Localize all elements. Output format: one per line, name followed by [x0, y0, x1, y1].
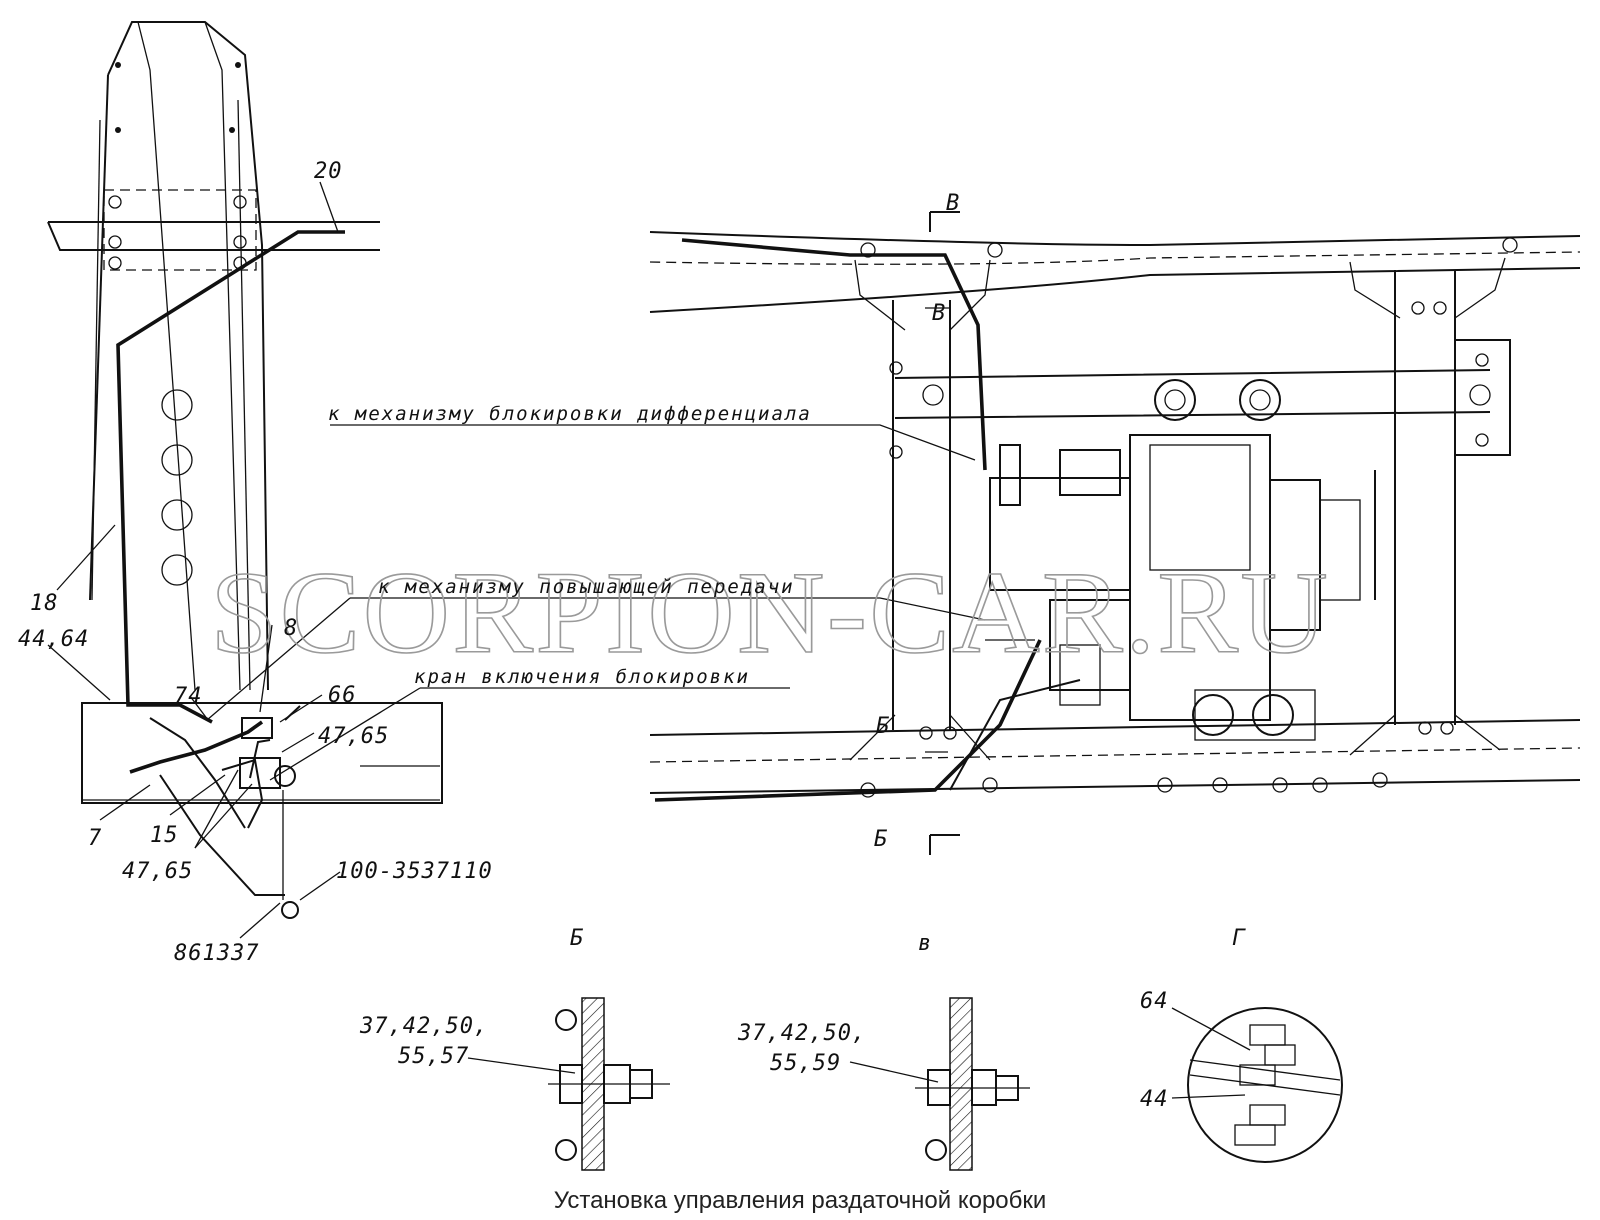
plan-view [649, 211, 1581, 855]
section-mark-b-mid: Б [876, 714, 890, 739]
label-100-3537110: 100-3537110 [336, 859, 493, 884]
label-47-65-upper: 47,65 [318, 724, 389, 749]
detail-view-b-drawing [548, 997, 670, 1171]
detail-b-label-line2: 55,57 [398, 1044, 469, 1069]
label-861337: 861337 [174, 941, 259, 966]
detail-g-label-44: 44 [1140, 1087, 1169, 1112]
detail-view-g-drawing [1187, 1007, 1343, 1163]
section-mark-v-top: В [946, 191, 959, 216]
section-mark-v-mid: В [932, 301, 945, 326]
detail-view-v-drawing [915, 997, 1030, 1171]
detail-b-title: Б [570, 926, 584, 951]
label-20: 20 [314, 159, 343, 184]
detail-g-label-64: 64 [1140, 989, 1169, 1014]
label-8: 8 [284, 616, 298, 641]
label-18: 18 [30, 591, 59, 616]
label-15: 15 [150, 823, 179, 848]
annotation-overdrive: к механизму повышающей передачи [378, 576, 795, 598]
annotation-lock-valve: кран включения блокировки [414, 666, 750, 688]
side-view [47, 21, 986, 939]
detail-g-title: Г [1232, 926, 1246, 951]
detail-v-label-line2: 55,59 [770, 1051, 841, 1076]
watermark-text: SCORPION-CAR.RU [210, 547, 1330, 678]
detail-v-label-line1: 37,42,50, [737, 1021, 866, 1046]
label-66: 66 [328, 683, 357, 708]
label-7: 7 [88, 826, 102, 851]
section-mark-b-bottom: Б [874, 827, 888, 852]
label-44-64: 44,64 [18, 627, 89, 652]
annotation-diff-lock: к механизму блокировки дифференциала [328, 403, 812, 425]
detail-b-label-line1: 37,42,50, [359, 1014, 488, 1039]
figure-caption: Установка управления раздаточной коробки [554, 1187, 1047, 1214]
detail-v-title: в [918, 931, 931, 956]
label-47-65-lower: 47,65 [122, 859, 193, 884]
label-74: 74 [174, 684, 203, 709]
